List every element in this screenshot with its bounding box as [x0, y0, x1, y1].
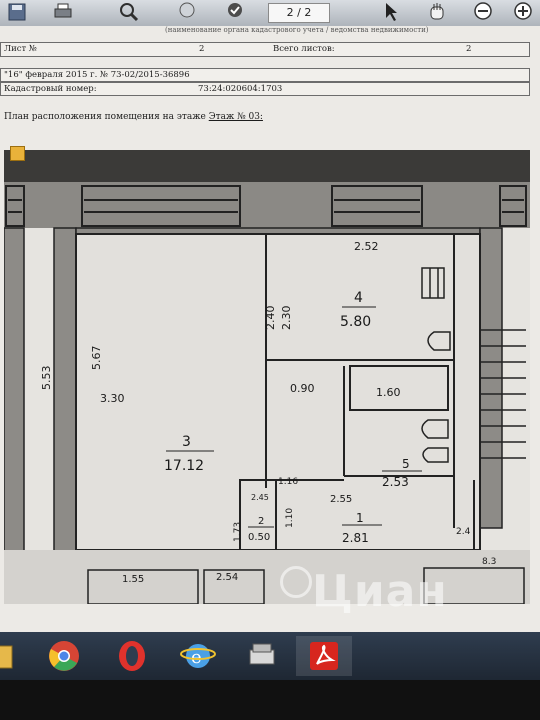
monitor-bezel [0, 680, 540, 720]
windows-taskbar: e [0, 632, 540, 680]
cian-logo-icon [280, 566, 312, 598]
dim-2.40: 2.40 [264, 306, 277, 331]
adobe-reader-icon[interactable] [296, 636, 352, 676]
dim-5.53: 5.53 [40, 366, 53, 391]
room-2-area: 0.50 [248, 532, 270, 543]
plan-title-prefix: План расположения помещения на этаже [4, 112, 206, 122]
zoom-in-icon[interactable] [512, 2, 534, 22]
cadastral-row: Кадастровый номер: 73:24:020604:1703 [0, 82, 530, 96]
zoom-out-icon[interactable] [472, 2, 494, 22]
viewer-toolbar: 2 / 2 [0, 0, 540, 26]
plan-floor: Этаж № 03: [208, 112, 263, 122]
sheet-row: Лист № 2 Всего листов: 2 [0, 42, 530, 57]
room-4-number: 4 [354, 290, 363, 306]
search-icon[interactable] [118, 2, 140, 22]
date-row: "16" февраля 2015 г. № 73-02/2015-36896 [0, 68, 530, 82]
dim-1.73: 1.73 [233, 522, 243, 542]
date-line: "16" февраля 2015 г. № 73-02/2015-36896 [4, 70, 190, 80]
dim-2.4: 2.4 [456, 527, 471, 537]
dim-2.55: 2.55 [330, 494, 352, 505]
floor-plan-drawing: 4 5.80 3 17.12 5 2.53 1 2.81 2 0.50 2.52… [4, 150, 530, 604]
dim-2.45: 2.45 [251, 493, 269, 502]
room-2-number: 2 [258, 516, 264, 527]
hand-icon[interactable] [426, 2, 448, 22]
fine-print: (наименование органа кадастрового учета … [165, 26, 429, 34]
dim-8.3: 8.3 [482, 557, 496, 567]
scanner-icon[interactable] [234, 636, 290, 676]
dim-2.52: 2.52 [354, 240, 379, 253]
document-page: (наименование органа кадастрового учета … [0, 26, 540, 632]
dim-1.55: 1.55 [122, 574, 144, 585]
dim-5.67: 5.67 [90, 346, 103, 371]
floor-plan: 4 5.80 3 17.12 5 2.53 1 2.81 2 0.50 2.52… [4, 150, 530, 604]
room-1-area: 2.81 [342, 531, 369, 545]
opera-icon[interactable] [104, 636, 160, 676]
room-1-number: 1 [356, 511, 364, 525]
svg-text:e: e [191, 647, 202, 668]
annotation-marker-icon[interactable] [10, 146, 25, 161]
dim-2.30: 2.30 [280, 306, 293, 331]
file-explorer-icon[interactable] [0, 636, 26, 676]
page-number-field[interactable]: 2 / 2 [268, 3, 330, 23]
room-3-area: 17.12 [164, 458, 204, 474]
bookmark-icon[interactable] [176, 2, 198, 22]
dim-1.16: 1.16 [278, 477, 298, 487]
room-4-area: 5.80 [340, 314, 371, 330]
print-icon[interactable] [52, 2, 74, 22]
sheet-label: Лист № [4, 44, 37, 54]
room-5-number: 5 [402, 457, 410, 471]
cadastral-label: Кадастровый номер: [4, 84, 97, 94]
total-label: Всего листов: [273, 44, 335, 54]
pointer-icon[interactable] [380, 2, 402, 22]
dim-0.90: 0.90 [290, 382, 315, 395]
plan-title: План расположения помещения на этаже Эта… [4, 112, 263, 122]
check-icon[interactable] [224, 2, 246, 22]
dim-1.10: 1.10 [285, 508, 295, 528]
cadastral-value: 73:24:020604:1703 [198, 84, 283, 94]
dim-1.60: 1.60 [376, 386, 401, 399]
total-value: 2 [466, 44, 472, 54]
dim-3.30: 3.30 [100, 392, 125, 405]
chrome-icon[interactable] [36, 636, 92, 676]
sheet-value: 2 [199, 44, 205, 54]
save-icon[interactable] [6, 2, 28, 22]
dim-2.54: 2.54 [216, 572, 238, 583]
watermark-brand: Циан [312, 566, 448, 617]
room-3-number: 3 [182, 434, 191, 450]
internet-explorer-icon[interactable]: e [170, 636, 226, 676]
room-5-area: 2.53 [382, 475, 409, 489]
